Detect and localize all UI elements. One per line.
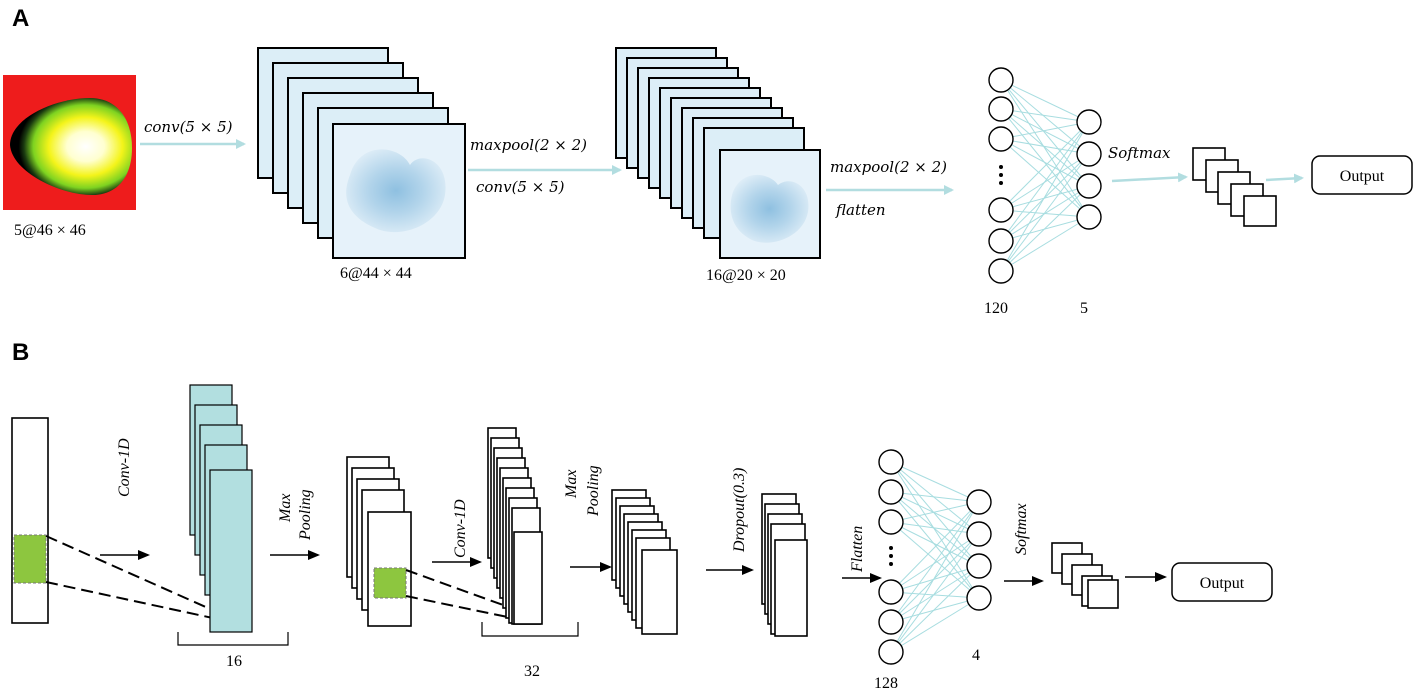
dense-layer-128 [878, 449, 904, 665]
output-box-a: Output [1311, 155, 1413, 195]
pool1-op-label: maxpool(2 × 2) [470, 136, 587, 154]
conv2-feature-stack [487, 427, 543, 625]
conv2-op-label: conv(5 × 5) [476, 178, 565, 196]
pool2-label-line2: Pooling [585, 465, 602, 517]
output-a-arrow [1265, 173, 1304, 184]
pool2-op-label: maxpool(2 × 2) [830, 158, 947, 176]
feature-map-stack-2 [615, 47, 821, 259]
output-box-b: Output [1171, 562, 1273, 602]
dense-layer-120 [988, 67, 1014, 284]
fmap1-shape-label: 6@44 × 44 [340, 265, 412, 282]
dense1-b-size-label: 128 [874, 675, 898, 691]
conv1d-2-label: Conv-1D [452, 499, 469, 558]
fmap2-shape-label: 16@20 × 20 [706, 267, 786, 284]
conv1-feature-stack [189, 384, 253, 633]
softmax-a-label: Softmax [1108, 144, 1171, 162]
softmax-stack-a [1192, 147, 1277, 227]
panel-b: B Conv-1D 16 Max Pooling [11, 339, 1273, 691]
conv1d-1-label: Conv-1D [116, 438, 133, 497]
dense-layer-5 [1076, 109, 1102, 230]
conv1-op-label: conv(5 × 5) [144, 118, 233, 136]
dense2-size-label: 5 [1080, 300, 1088, 317]
panel-b-label: B [12, 339, 29, 366]
panel-a: A 5@46 × 46 conv(5 × 5) 6@44 × 44 maxpoo… [3, 5, 1413, 317]
dense-connections-b [890, 461, 980, 653]
kernel2-line-bottom [405, 595, 523, 621]
panel-a-label: A [12, 5, 29, 32]
softmax-b-label: Softmax [1013, 503, 1030, 555]
softmax-stack-b [1051, 542, 1119, 609]
dense-layer-4 [966, 489, 992, 611]
dropout-label: Dropout(0.3) [731, 468, 748, 553]
conv2-filters-label: 32 [524, 663, 540, 680]
softmax-a-arrow [1111, 172, 1188, 183]
kernel-line-bottom [45, 581, 223, 621]
pool2-label-line1: Max [563, 470, 580, 499]
input-signal-column [11, 417, 49, 624]
dense-connections-a [1000, 79, 1090, 272]
conv2-brace [481, 622, 579, 637]
output-b-label: Output [1200, 575, 1245, 592]
flatten-op-label: flatten [835, 201, 886, 219]
feature-map-stack-1 [257, 47, 466, 259]
pool1-label-line1: Max [277, 494, 294, 523]
pool1-label-line2: Pooling [297, 489, 314, 541]
conv1-brace [177, 632, 289, 646]
pool1-feature-stack [346, 456, 412, 627]
dropout-feature-stack [761, 493, 808, 637]
conv1-filters-label: 16 [226, 653, 242, 670]
input-heatmap [3, 75, 136, 210]
kernel-line-top [45, 535, 227, 617]
pool2-feature-stack [611, 489, 678, 635]
dense1-size-label: 120 [984, 300, 1008, 317]
dense2-b-size-label: 4 [972, 647, 980, 664]
flatten-b-label: Flatten [849, 526, 866, 573]
input-shape-label: 5@46 × 46 [14, 222, 86, 239]
output-a-label: Output [1340, 168, 1385, 185]
